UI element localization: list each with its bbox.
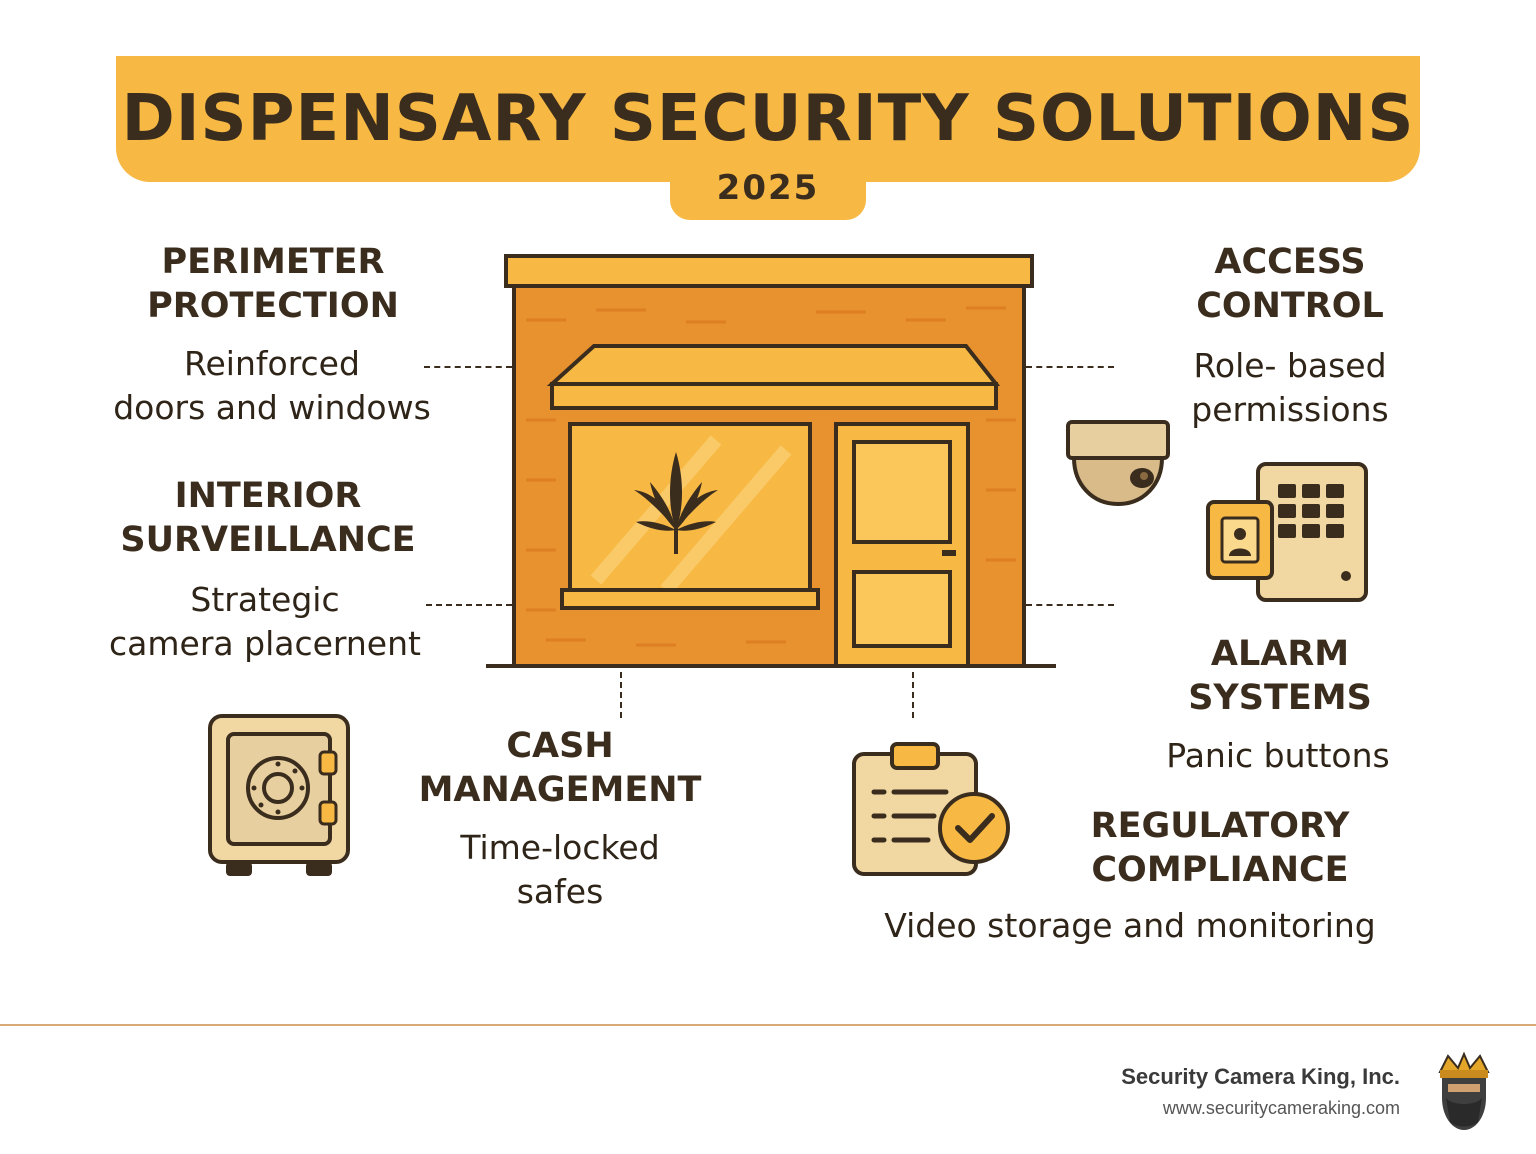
king-logo — [1438, 1051, 1490, 1130]
company-name: Security Camera King, Inc. — [1121, 1064, 1400, 1089]
year-tab — [670, 150, 866, 220]
storefront-illustration — [486, 254, 1056, 668]
connector-alarm — [1026, 604, 1114, 606]
access-heading: ACCESS CONTROL — [1196, 242, 1384, 326]
access-text: Role- based permissions — [1191, 346, 1389, 429]
cash-text: Time-locked safes — [460, 828, 660, 911]
safe-icon — [208, 714, 350, 876]
year-label: 2025 — [716, 168, 820, 208]
interior-heading: INTERIOR SURVEILLANCE — [120, 476, 416, 560]
dome-camera-icon — [1066, 420, 1170, 507]
cash-heading: CASH MANAGEMENT — [418, 726, 702, 810]
page-title: DISPENSARY SECURITY SOLUTIONS — [121, 82, 1415, 156]
alarm-text: Panic buttons — [1166, 736, 1390, 775]
compliance-heading: REGULATORY COMPLIANCE — [1090, 806, 1350, 890]
perimeter-heading: PERIMETER PROTECTION — [147, 242, 399, 326]
keypad-access-icon — [1206, 462, 1368, 602]
connector-access — [1026, 366, 1114, 368]
clipboard-check-icon — [852, 742, 1010, 876]
website-link[interactable]: www.securitycameraking.com — [1162, 1098, 1400, 1118]
connector-interior — [426, 604, 512, 606]
alarm-heading: ALARM SYSTEMS — [1188, 634, 1372, 718]
connector-cash — [620, 672, 622, 718]
compliance-text: Video storage and monitoring — [884, 906, 1376, 945]
connector-compliance — [912, 672, 914, 718]
perimeter-text: Reinforced doors and windows — [113, 344, 431, 427]
cannabis-leaf-icon — [634, 452, 718, 554]
interior-text: Strategic camera placernent — [109, 580, 421, 663]
connector-perimeter — [424, 366, 512, 368]
footer-divider — [0, 1024, 1536, 1026]
